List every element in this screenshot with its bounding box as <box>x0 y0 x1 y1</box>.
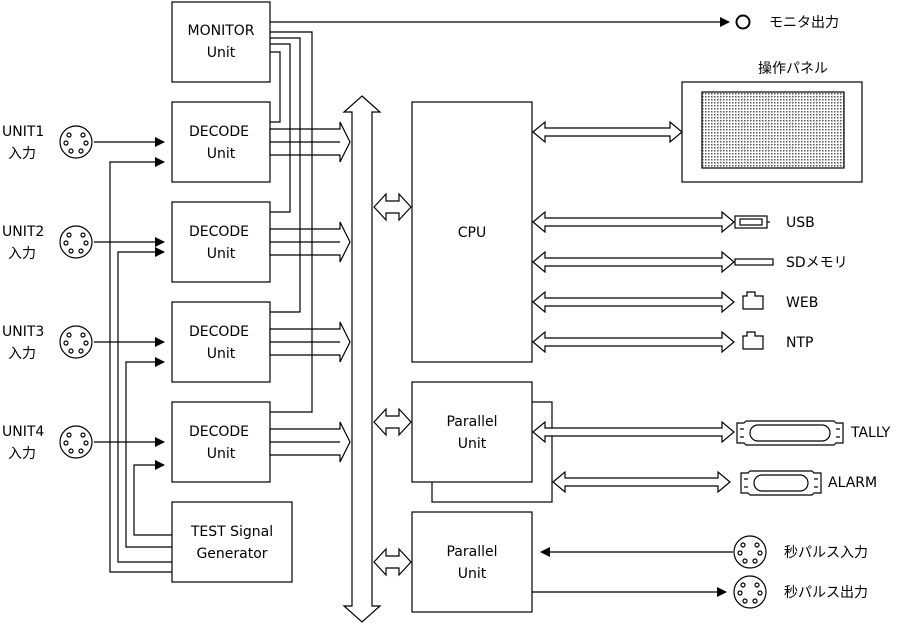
unit4-input-label-1: UNIT4 <box>2 424 44 440</box>
ntp-lan-plug-icon <box>742 331 764 350</box>
usb-connector-icon <box>734 215 768 229</box>
parallel-tally-link <box>532 420 735 444</box>
pulse-input-connector-icon <box>733 535 767 569</box>
parallel-alarm-link <box>552 470 731 494</box>
web-lan-plug-icon <box>742 291 764 310</box>
cpu-label: CPU <box>458 225 486 241</box>
parallel1-label-1: Parallel <box>446 414 497 430</box>
unit2-input-label-2: 入力 <box>8 246 36 262</box>
unit1-input-label-1: UNIT1 <box>2 124 44 140</box>
sd-memory-label: SDメモリ <box>786 255 848 271</box>
test-signal-generator-block <box>171 501 293 583</box>
parallel-unit-1-block <box>411 381 533 483</box>
unit1-input-label-2: 入力 <box>8 146 36 162</box>
decode1-label-1: DECODE <box>189 124 249 140</box>
unit4-input-label-2: 入力 <box>8 446 36 462</box>
cpu-block <box>411 101 533 363</box>
decode-unit-1-block <box>171 101 271 183</box>
decode1-label-2: Unit <box>207 146 236 162</box>
monitor-output-jack-icon <box>735 14 751 30</box>
web-label: WEB <box>786 295 818 311</box>
decode-unit-2-block <box>171 201 271 283</box>
monitor-unit-block <box>171 1 271 83</box>
cpu-web-link <box>532 290 735 314</box>
pulse-output-connector-icon <box>733 575 767 609</box>
monitor-label-2: Unit <box>207 45 236 61</box>
sd-card-icon <box>734 258 774 266</box>
bus-link-arrows <box>373 192 412 577</box>
cpu-usb-link <box>532 210 735 234</box>
decode4-label-1: DECODE <box>189 424 249 440</box>
usb-label: USB <box>786 215 815 231</box>
control-panel-label: 操作パネル <box>758 61 828 77</box>
decode-unit-4-block <box>171 401 271 483</box>
decode-to-bus-arrows <box>269 121 351 463</box>
signal-wires <box>94 17 770 597</box>
decode2-label-1: DECODE <box>189 224 249 240</box>
monitor-label-1: MONITOR <box>188 23 255 39</box>
unit2-input-connector-icon <box>59 225 93 259</box>
parallel1-label-2: Unit <box>458 436 487 452</box>
alarm-label: ALARM <box>828 475 877 491</box>
unit3-input-label-1: UNIT3 <box>2 324 44 340</box>
control-panel-icon <box>681 81 863 183</box>
system-bus-arrow <box>342 95 382 623</box>
tally-connector-icon <box>736 420 844 446</box>
decode3-label-2: Unit <box>207 346 236 362</box>
cpu-sd-link <box>532 250 735 274</box>
test-label-2: Generator <box>196 546 267 562</box>
alarm-connector-icon <box>740 470 822 496</box>
decode-unit-3-block <box>171 301 271 383</box>
cpu-ntp-link <box>532 330 735 354</box>
unit3-input-label-2: 入力 <box>8 346 36 362</box>
pulse-output-label: 秒パルス出力 <box>784 585 868 601</box>
tally-label: TALLY <box>850 425 891 441</box>
unit3-input-connector-icon <box>59 325 93 359</box>
decode3-label-1: DECODE <box>189 324 249 340</box>
test-label-1: TEST Signal <box>190 524 273 540</box>
monitor-output-label: モニタ出力 <box>769 15 839 31</box>
pulse-input-label: 秒パルス入力 <box>784 545 868 561</box>
decode4-label-2: Unit <box>207 446 236 462</box>
cpu-panel-link <box>532 120 683 144</box>
unit1-input-connector-icon <box>59 125 93 159</box>
ntp-label: NTP <box>786 335 813 351</box>
parallel2-label-2: Unit <box>458 566 487 582</box>
parallel2-label-1: Parallel <box>446 544 497 560</box>
unit4-input-connector-icon <box>59 425 93 459</box>
decode2-label-2: Unit <box>207 246 236 262</box>
parallel-unit-2-block <box>411 511 533 613</box>
unit2-input-label-1: UNIT2 <box>2 224 44 240</box>
